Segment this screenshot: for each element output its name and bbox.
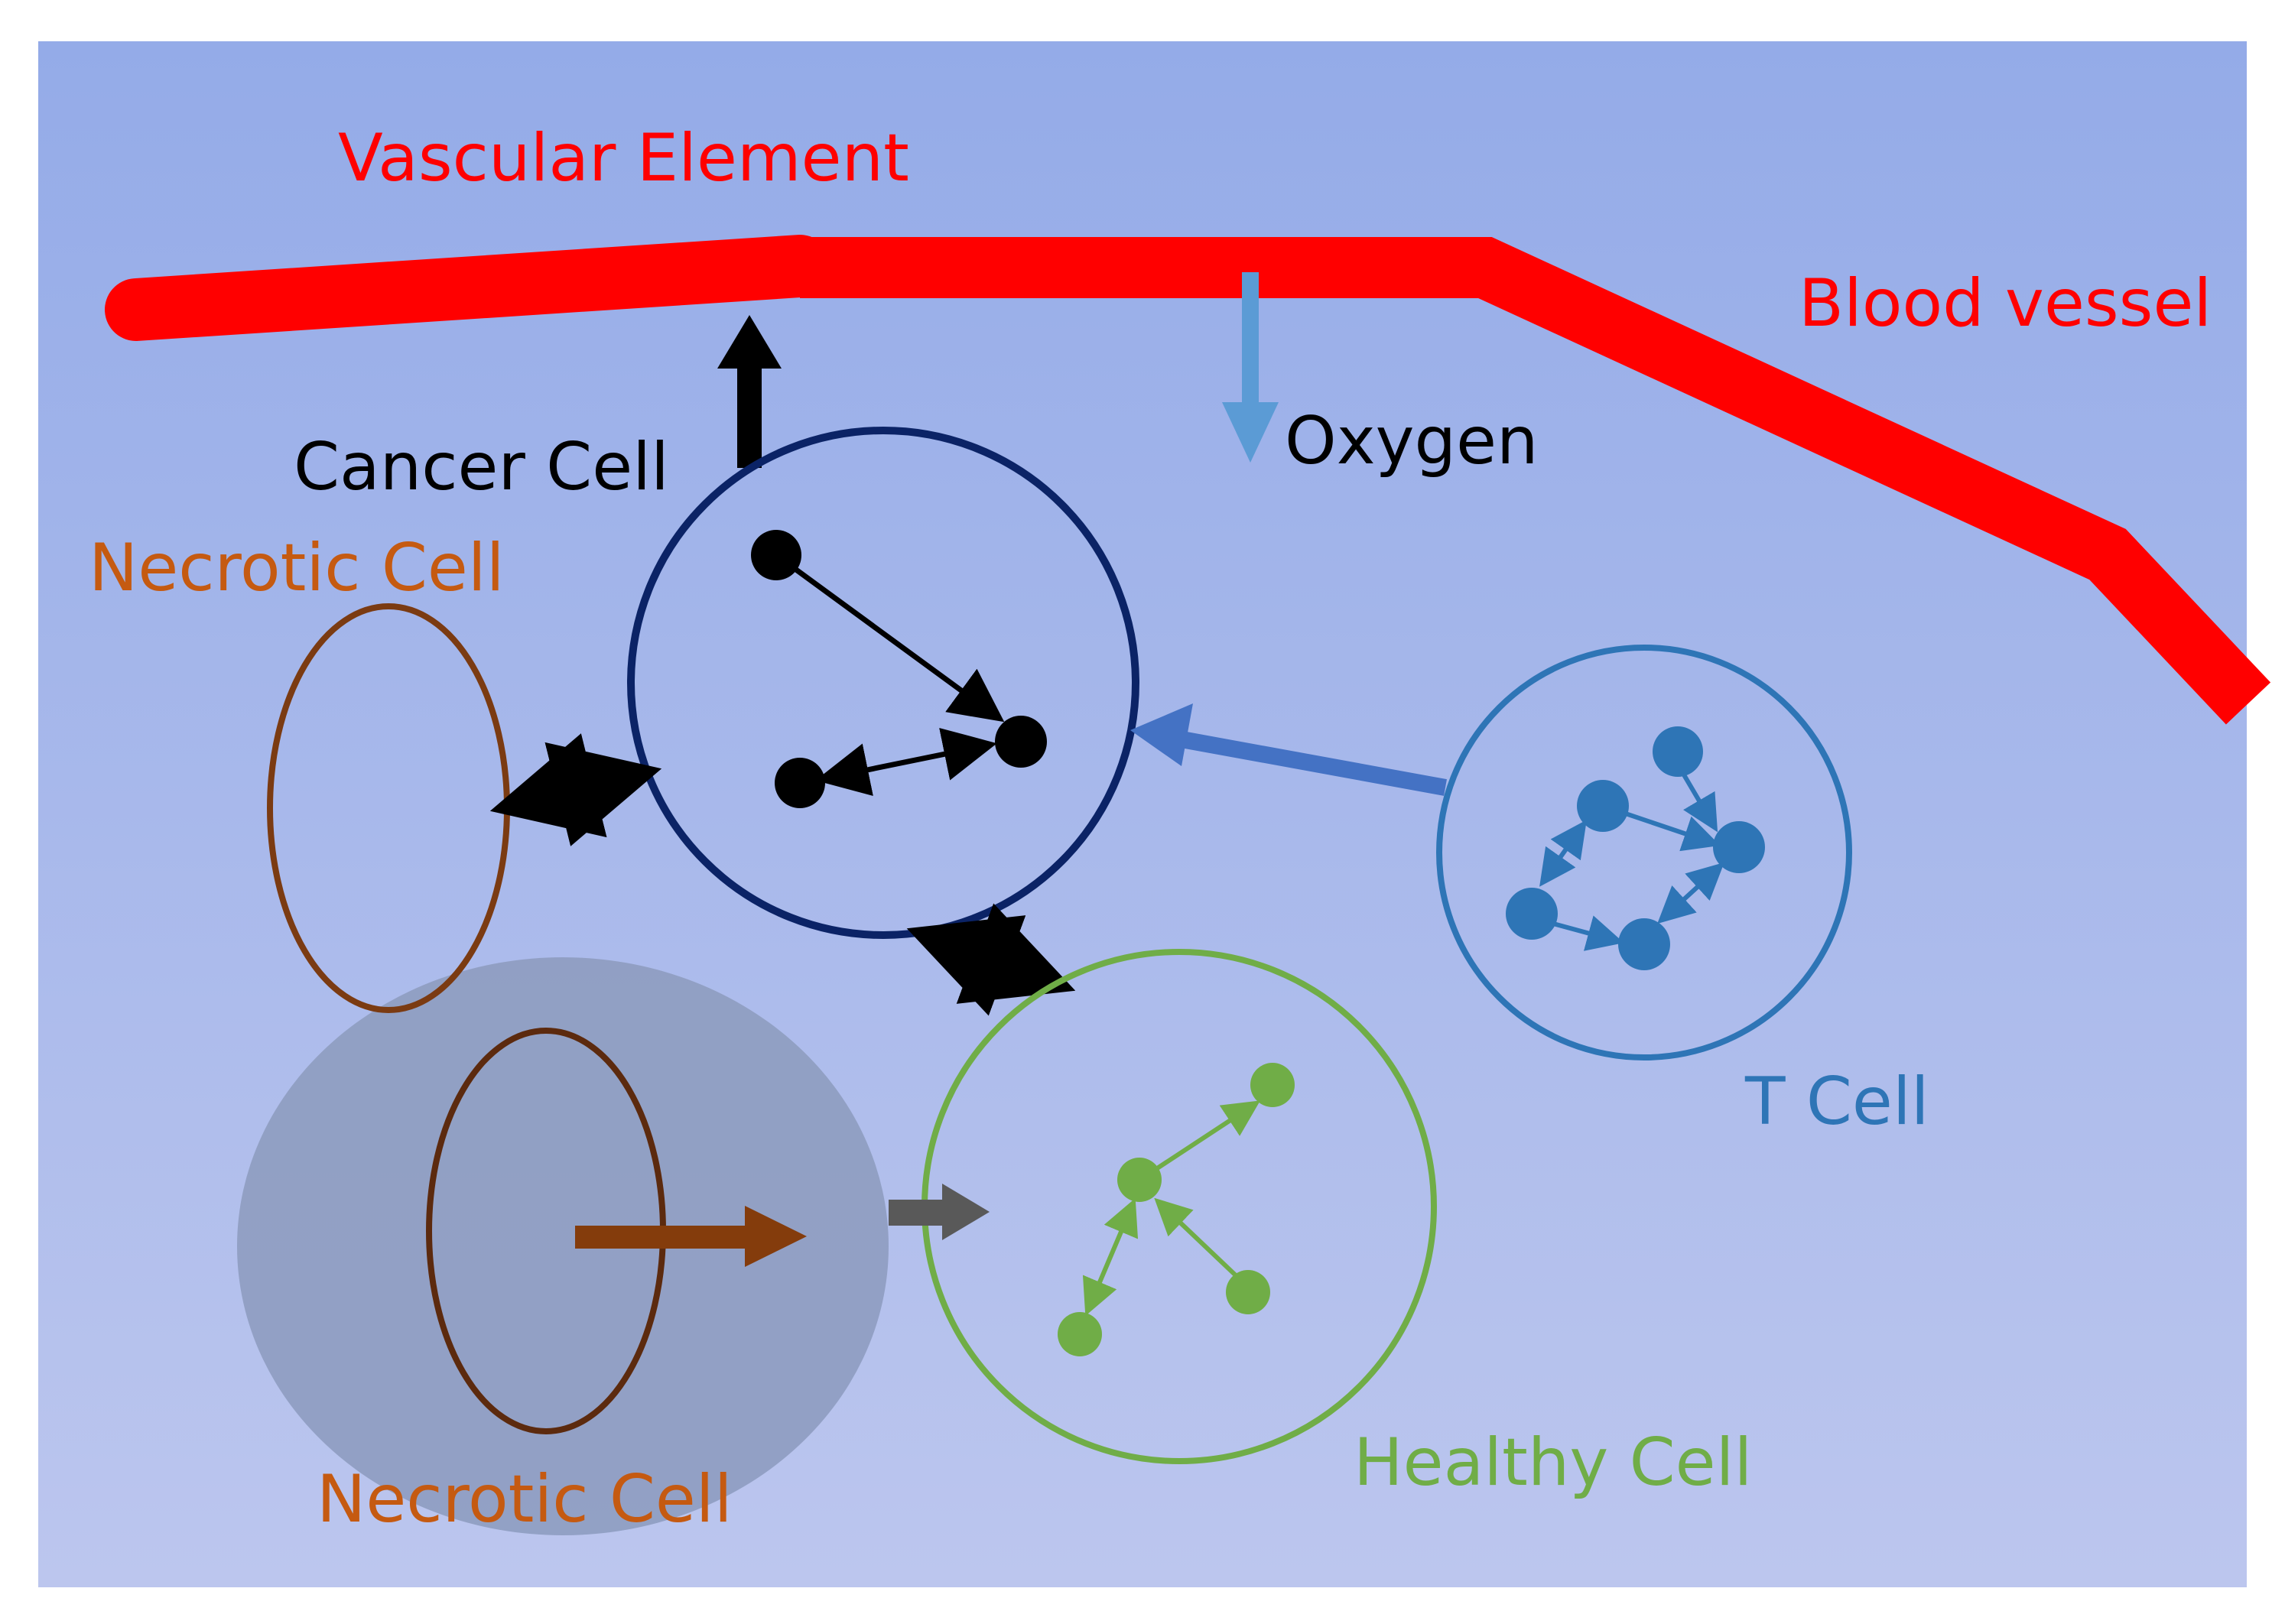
healthy-node	[1250, 1063, 1295, 1107]
cancer-cell	[627, 427, 1139, 939]
t-cell-label: T Cell	[1744, 1064, 1929, 1140]
t-cell-node	[1653, 726, 1703, 777]
cancer-healthy-interaction-arrow	[906, 903, 1076, 1016]
healthy-node	[1117, 1158, 1162, 1202]
cancer-node	[995, 716, 1047, 768]
cancer-node	[751, 530, 801, 580]
healthy-cell-label: Healthy Cell	[1354, 1424, 1752, 1501]
cancer-node	[775, 758, 825, 808]
blood-vessel-label: Blood vessel	[1799, 265, 2212, 342]
necrosis-to-healthy-arrow	[889, 1184, 990, 1240]
necrosis-spread-arrow	[575, 1206, 807, 1267]
necrotic-cell-bottom-label: Necrotic Cell	[317, 1461, 733, 1538]
necrotic-cancer-interaction-arrow	[489, 733, 662, 846]
t-cell-node	[1577, 780, 1629, 832]
healthy-node	[1058, 1312, 1102, 1356]
blood-vessel	[105, 235, 2271, 725]
vascular-element-label: Vascular Element	[338, 120, 909, 197]
necrotic-region	[237, 957, 889, 1535]
cancer-cell-label: Cancer Cell	[294, 429, 669, 505]
t-cell-node	[1618, 918, 1670, 970]
t-cell-node	[1713, 821, 1765, 873]
healthy-node	[1226, 1270, 1270, 1314]
necrotic-cell-top-label: Necrotic Cell	[89, 530, 505, 606]
t-cell-node	[1506, 888, 1558, 940]
oxygen-label: Oxygen	[1285, 403, 1539, 479]
oxygen-arrow	[1222, 272, 1279, 463]
t-cell	[1436, 645, 1852, 1060]
angiogenesis-arrow	[717, 315, 782, 468]
t-cell-attack-arrow	[1130, 703, 1447, 796]
